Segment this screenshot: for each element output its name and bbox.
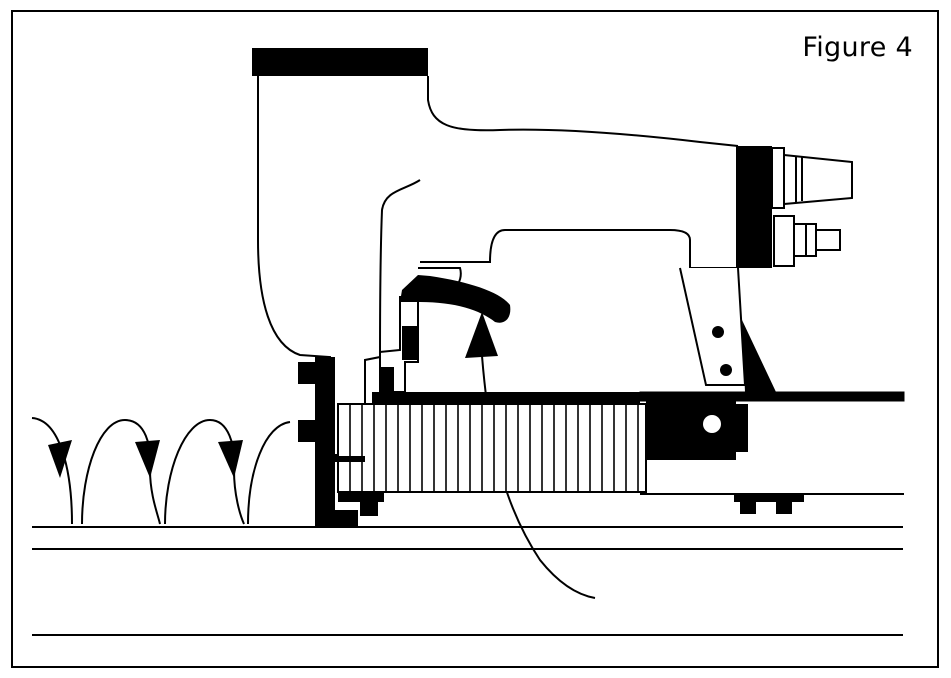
strut-brace: [742, 320, 776, 392]
magazine-bolts: [338, 492, 804, 516]
pusher-block: [646, 392, 736, 460]
staple-strip: [349, 404, 639, 492]
pusher-hole: [703, 415, 721, 433]
motion-arcs: [31, 417, 291, 525]
strut-screw-lower: [720, 364, 732, 376]
figure-border: [11, 10, 939, 668]
handle-strut: [679, 267, 747, 386]
strut-screw-upper: [712, 326, 724, 338]
magazine-body: [337, 403, 647, 493]
trigger-arrow-head: [465, 312, 498, 358]
tool-top-cap: [252, 48, 428, 76]
arrowhead-3: [218, 440, 243, 478]
tool-body-outline: [257, 76, 739, 456]
pusher-extension: [736, 404, 748, 452]
nose-plate-tab-lower: [298, 420, 316, 442]
magazine-top-bar: [372, 392, 640, 404]
nose-block: [402, 326, 418, 360]
nose-lower-block: [380, 367, 394, 391]
trigger-guard: [418, 267, 462, 287]
motion-arrowheads: [48, 440, 243, 478]
nose-inner: [335, 456, 365, 462]
air-fitting-upper: [771, 147, 853, 209]
figure-label: Figure 4: [802, 32, 913, 63]
nose-foot: [318, 510, 358, 528]
air-fitting-lower: [773, 215, 841, 267]
arrowhead-1: [48, 440, 72, 478]
rear-cap-block: [736, 146, 772, 268]
arrowhead-2: [135, 440, 160, 478]
work-surface-lines: [32, 526, 903, 636]
trigger: [400, 275, 511, 323]
nose-plate-tab-upper: [298, 362, 316, 384]
nose-plate: [315, 357, 335, 527]
